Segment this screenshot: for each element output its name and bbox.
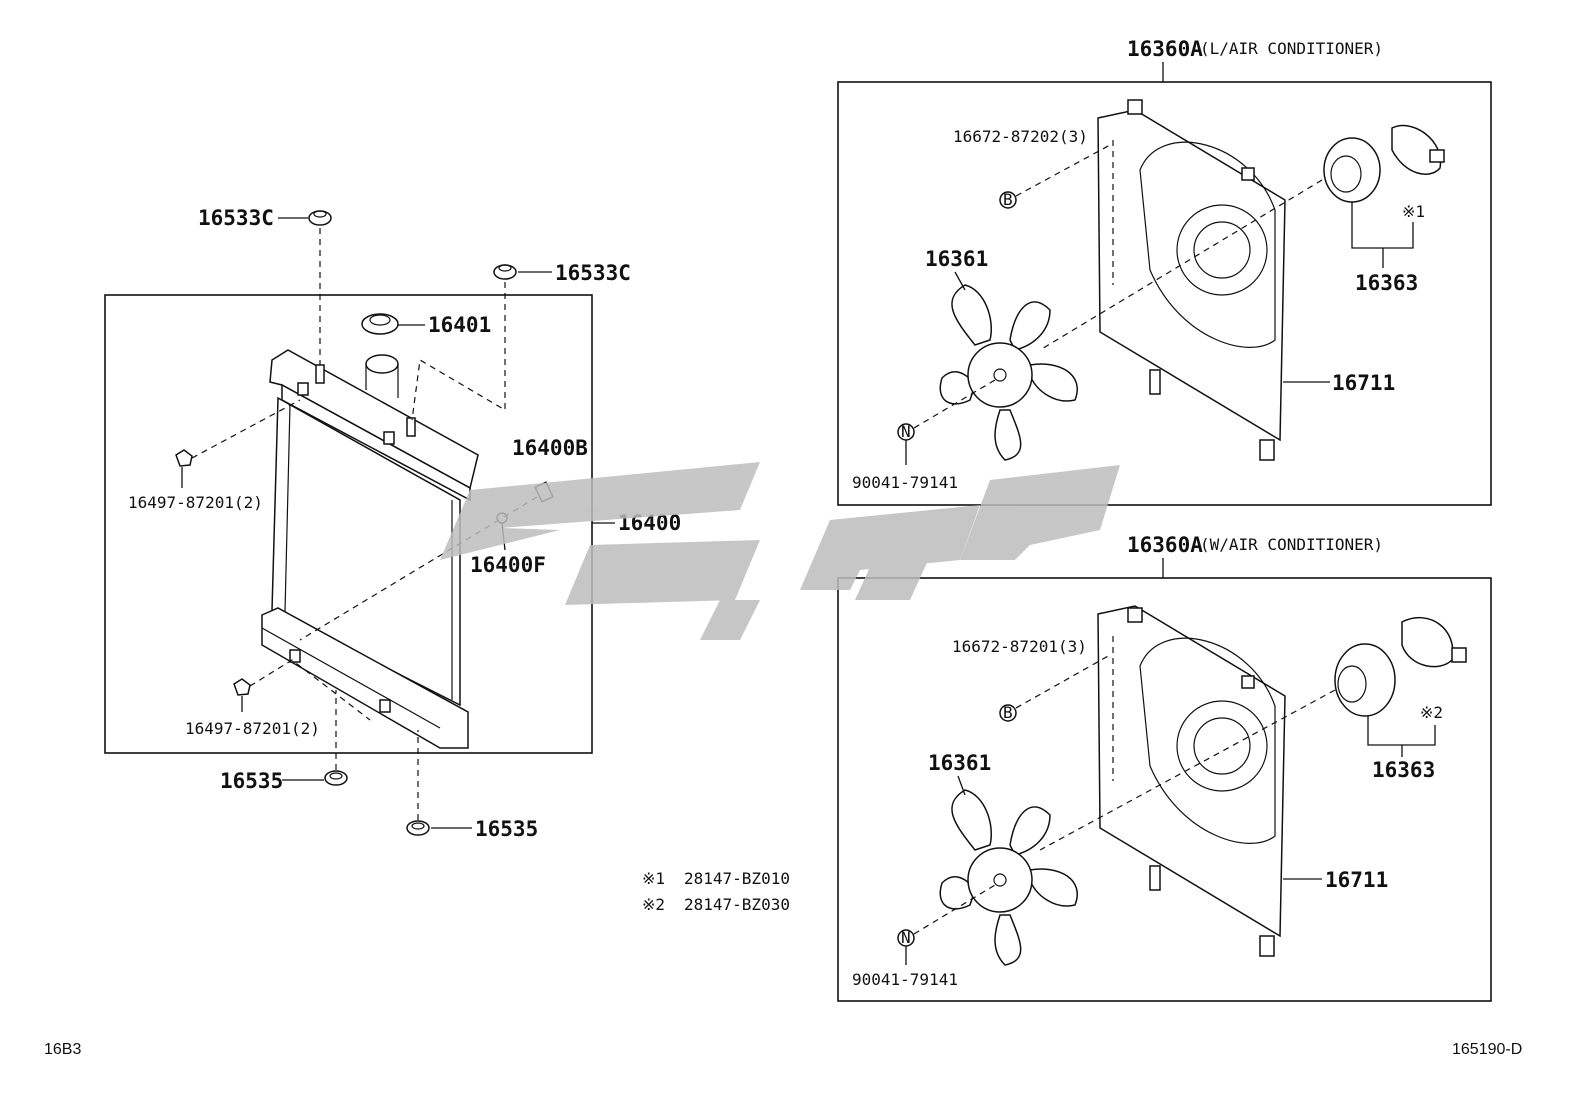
screw-bottom-mark: B	[1003, 703, 1013, 722]
nut-top-mark: N	[901, 422, 911, 441]
motor-bottom-mark: ※2	[1420, 703, 1443, 722]
cushion-right-icon	[406, 820, 430, 836]
bolt-upper-icon	[175, 449, 193, 467]
fan-bottom-title: 16360A	[1127, 533, 1203, 557]
label-cap: 16401	[428, 313, 491, 337]
radiator-frame	[104, 294, 593, 754]
note-2-mark: ※2	[642, 895, 665, 914]
note-2-part: 28147-BZ030	[684, 895, 790, 914]
label-cushion-left: 16535	[220, 769, 283, 793]
note-1-part: 28147-BZ010	[684, 869, 790, 888]
watermark-logo	[440, 462, 1120, 640]
nut-bottom-mark: N	[901, 928, 911, 947]
label-cushion-right: 16535	[475, 817, 538, 841]
cushion-left-icon	[324, 770, 348, 786]
label-fan-bottom: 16361	[928, 751, 991, 775]
screw-top-icon: B	[999, 190, 1017, 209]
clamp-top-right-icon	[493, 264, 517, 280]
clamp-top-left-icon	[308, 210, 332, 226]
fan-blade-top-icon	[939, 284, 1078, 461]
nut-top-icon: N	[897, 422, 915, 441]
fan-top-title-suffix: (L/AIR CONDITIONER)	[1200, 39, 1383, 58]
fan-top-frame	[837, 81, 1492, 506]
label-clamp-top-left: 16533C	[198, 206, 274, 230]
shroud-bottom-icon	[1097, 605, 1286, 957]
footer-left-code: 16B3	[44, 1041, 81, 1058]
fan-group-bottom: 16360A (W/AIR CONDITIONER) 16711 ※2 1636…	[837, 533, 1492, 1002]
screw-top-mark: B	[1003, 190, 1013, 209]
motor-top-mark: ※1	[1402, 202, 1425, 221]
label-bolt-upper: 16497-87201(2)	[128, 493, 263, 512]
nut-bottom-icon: N	[897, 928, 915, 947]
label-drain-cock: 16400F	[470, 553, 546, 577]
label-screw-top: 16672-87202(3)	[953, 127, 1088, 146]
label-shroud-bottom: 16711	[1325, 868, 1388, 892]
fan-top-title: 16360A	[1127, 37, 1203, 61]
fan-bottom-title-suffix: (W/AIR CONDITIONER)	[1200, 535, 1383, 554]
label-drain-plug: 16400B	[512, 436, 588, 460]
fan-group-top: 16360A (L/AIR CONDITIONER) 16711 ※1	[837, 37, 1492, 506]
motor-bottom-icon	[1334, 616, 1467, 717]
fan-blade-bottom-icon	[939, 789, 1078, 966]
label-nut-top: 90041-79141	[852, 473, 958, 492]
radiator-group: 16401 16533C 16533C 16400B 16400F 16400	[104, 206, 681, 841]
bolt-lower-icon	[233, 678, 251, 696]
label-motor-top: 16363	[1355, 271, 1418, 295]
label-bolt-lower: 16497-87201(2)	[185, 719, 320, 738]
label-nut-bottom: 90041-79141	[852, 970, 958, 989]
radiator-cap-icon	[361, 313, 399, 335]
label-fan-top: 16361	[925, 247, 988, 271]
footer-right-code: 165190-D	[1452, 1041, 1522, 1058]
screw-bottom-icon: B	[999, 703, 1017, 722]
note-1-mark: ※1	[642, 869, 665, 888]
shroud-top-icon	[1097, 99, 1286, 461]
fan-bottom-frame	[837, 577, 1492, 1002]
label-clamp-top-right: 16533C	[555, 261, 631, 285]
label-screw-bottom: 16672-87201(3)	[952, 637, 1087, 656]
notes: ※1 28147-BZ010 ※2 28147-BZ030	[642, 869, 790, 914]
motor-top-icon	[1323, 124, 1445, 203]
label-shroud-top: 16711	[1332, 371, 1395, 395]
label-motor-bottom: 16363	[1372, 758, 1435, 782]
